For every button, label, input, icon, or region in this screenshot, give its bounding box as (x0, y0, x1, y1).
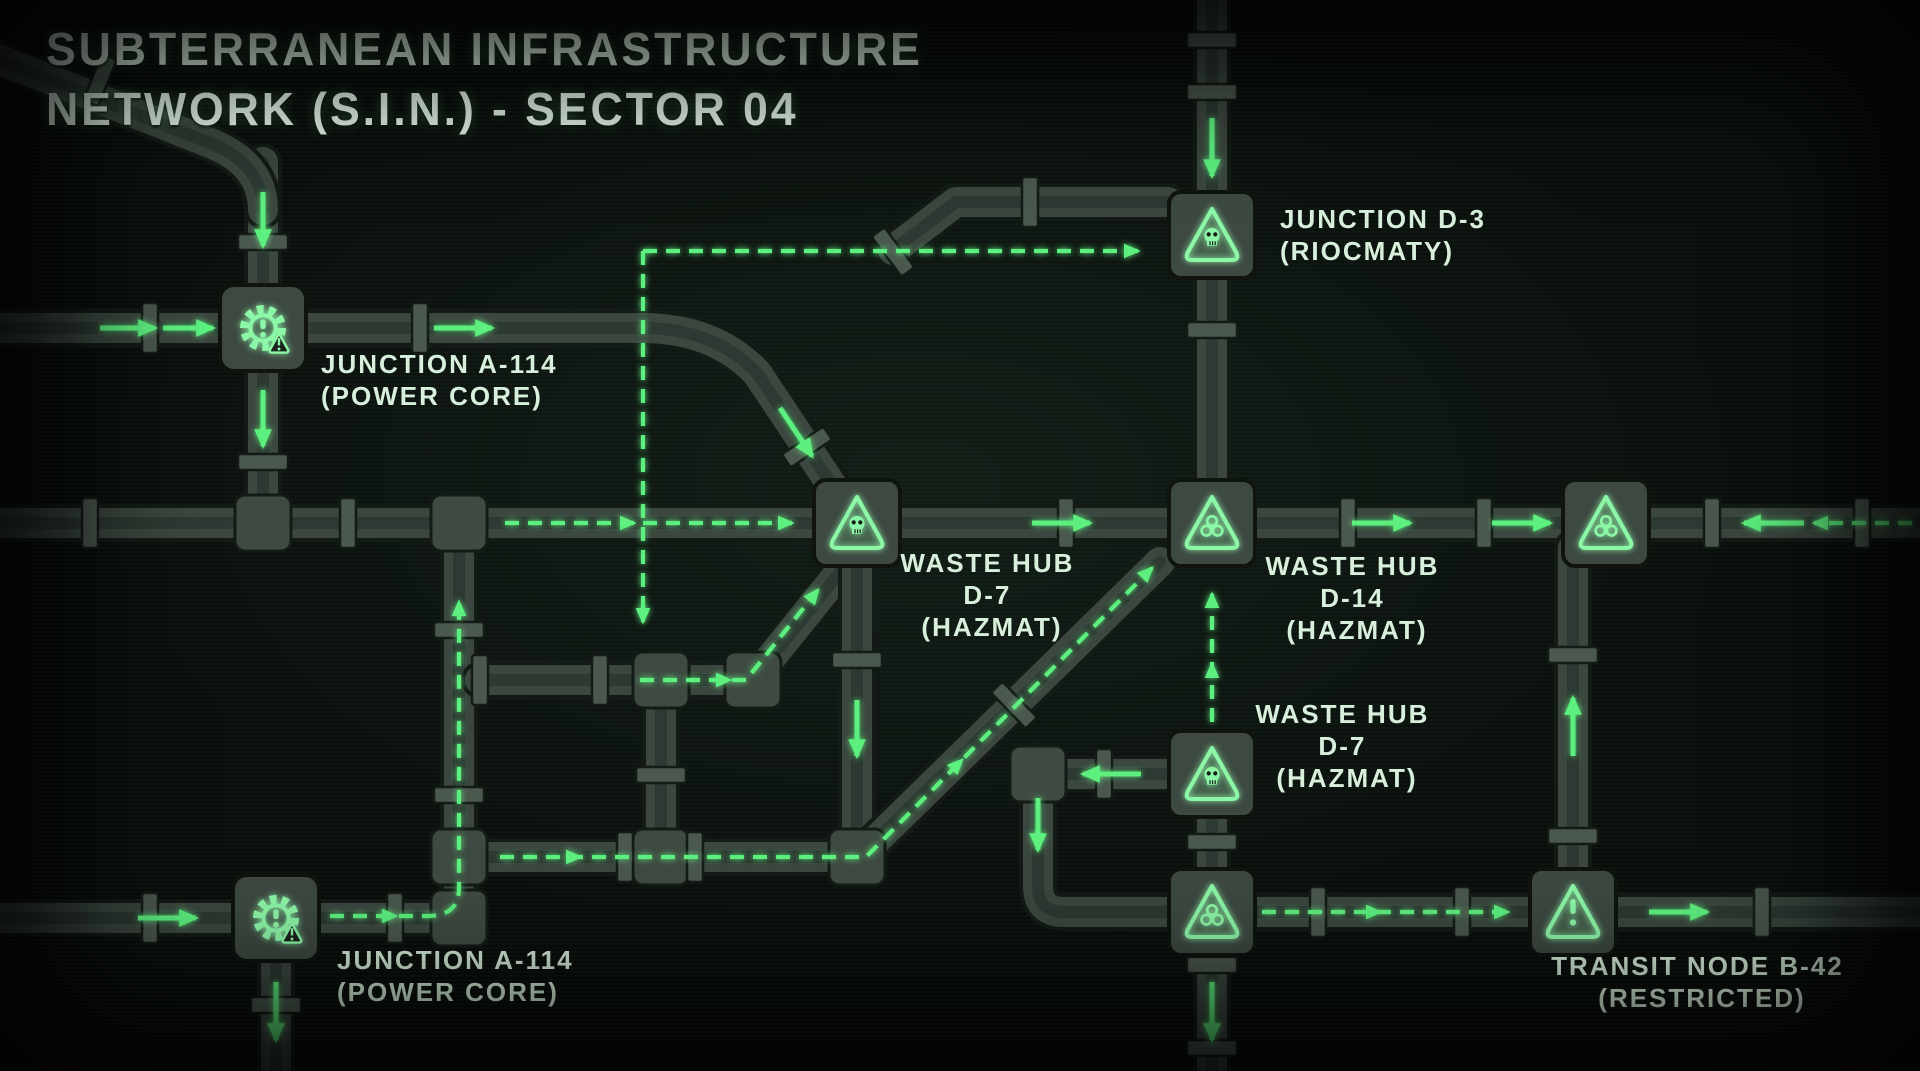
node-junction-d3[interactable] (1167, 190, 1257, 280)
pipe-flange (82, 53, 118, 107)
pipe-flange (236, 452, 290, 472)
pipe-flange (871, 227, 915, 277)
pipe-flange (1752, 885, 1772, 939)
pipe-flange (1546, 826, 1600, 846)
label-junction-a114-south: JUNCTION A-114 (POWER CORE) (337, 945, 583, 1007)
title-line-1: SUBTERRANEAN INFRASTRUCTURE (46, 23, 923, 75)
title-line-2: NETWORK (S.I.N.) - SECTOR 04 (46, 82, 799, 135)
label-junction-a114-top: JUNCTION A-114 (POWER CORE) (321, 349, 567, 411)
label-waste-hub-d14: WASTE HUB D-14 (HAZMAT) (1265, 551, 1448, 645)
pipe-flange (1702, 496, 1722, 550)
pipe-flange (410, 301, 430, 355)
pipe-flange (338, 496, 358, 550)
flow-dashed-route (500, 566, 1154, 860)
pipe-flange (1185, 832, 1239, 852)
label-transit-node-b42: TRANSIT NODE B-42 (RESTRICTED) (1551, 951, 1853, 1013)
pipe-joint (429, 888, 489, 948)
pipe-flange (830, 650, 884, 670)
flow-dashed-route (640, 587, 820, 683)
pipe-flange (1474, 496, 1494, 550)
label-waste-hub-d7-south: WASTE HUB D-7 (HAZMAT) (1255, 699, 1438, 793)
page-title: SUBTERRANEAN INFRASTRUCTURE NETWORK (S.I… (46, 20, 923, 140)
pipe-segment (0, 322, 863, 529)
label-junction-d3: JUNCTION D-3 (RIOCMATY) (1280, 204, 1495, 266)
pipe-joint (1008, 744, 1068, 804)
label-waste-hub-d7: WASTE HUB D-7 (HAZMAT) (900, 548, 1083, 642)
pipe-flange (590, 653, 610, 707)
pipe-flange (470, 653, 490, 707)
node-waste-hub-d7[interactable] (812, 478, 902, 568)
pipe-flange (1185, 1038, 1239, 1058)
flow-arrow (777, 406, 815, 459)
pipe-flange (634, 765, 688, 785)
flow-dashed-route (330, 599, 467, 919)
node-waste-hub-d14[interactable] (1167, 478, 1257, 568)
pipe-segment (887, 196, 1174, 256)
node-junction-south[interactable] (1167, 867, 1257, 957)
pipe-flange (1185, 955, 1239, 975)
node-junction-east[interactable] (1561, 478, 1651, 568)
pipe-joint (429, 493, 489, 553)
pipe-flange (80, 496, 100, 550)
node-waste-hub-d7-south[interactable] (1167, 729, 1257, 819)
flow-layer (100, 118, 1912, 1044)
node-junction-a114-top[interactable] (218, 283, 308, 373)
pipe-flange (1185, 82, 1239, 102)
pipe-segment (1032, 754, 1181, 918)
pipe-flange (1185, 320, 1239, 340)
node-transit-b42[interactable] (1528, 867, 1618, 957)
pipe-flange (1020, 175, 1040, 229)
pipe-joint (233, 493, 293, 553)
pipe-flange (1546, 645, 1600, 665)
pipe-flange (1185, 30, 1239, 50)
node-junction-a114-south[interactable] (231, 873, 321, 963)
